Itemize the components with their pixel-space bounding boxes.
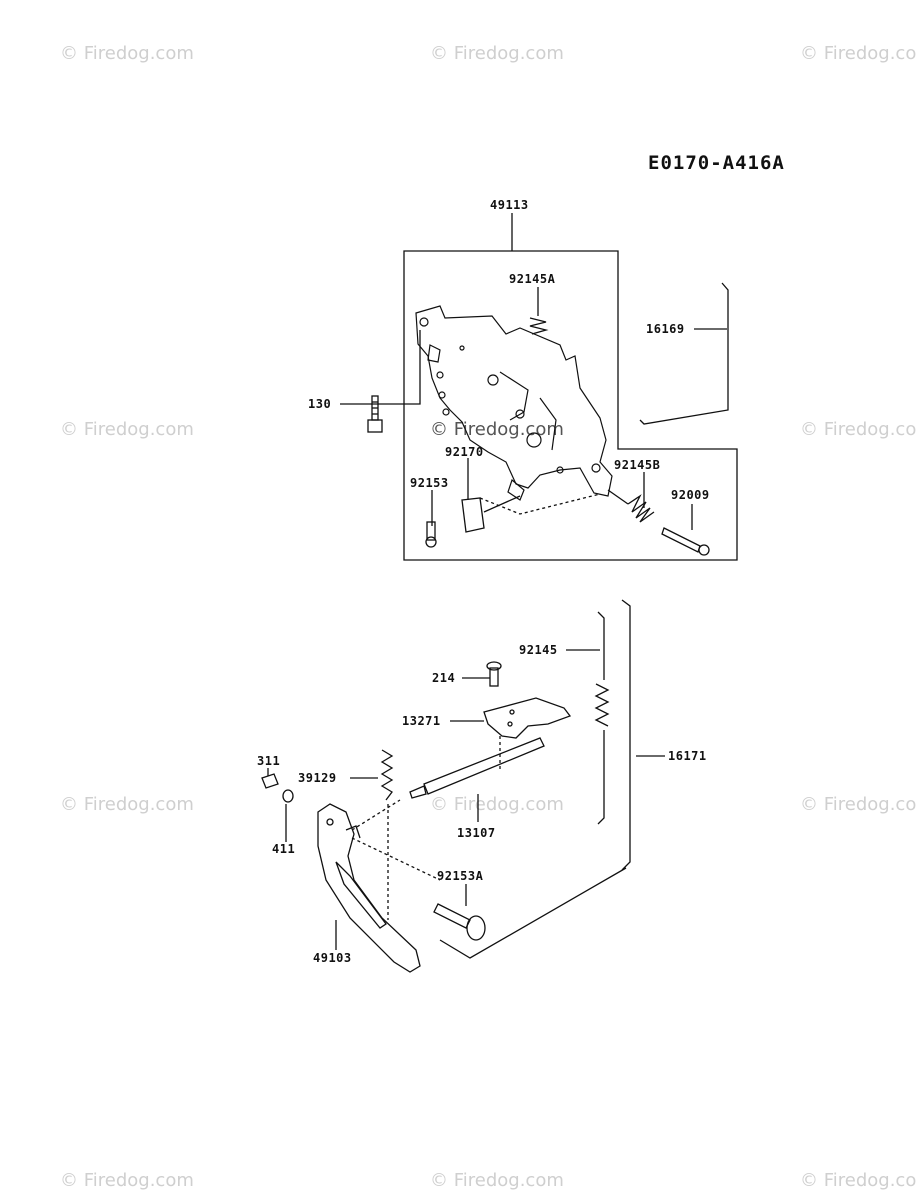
spring-rod-92145-drawing [594,611,610,825]
rod-16169-drawing [639,282,729,425]
label-130: 130 [308,397,332,411]
label-13107: 13107 [457,826,496,840]
spring-92145b-drawing [607,489,655,523]
label-16171: 16171 [668,749,707,763]
watermark-bottom-center: © Firedog.com [430,1170,564,1191]
label-16169: 16169 [646,322,685,336]
watermark-top-left: © Firedog.com [60,43,194,64]
watermark-mid2-left: © Firedog.com [60,794,194,815]
nut-311-drawing [261,773,279,789]
bolt-130-drawing [367,395,383,433]
watermark-mid1-left: © Firedog.com [60,419,194,440]
watermark-bottom-left: © Firedog.com [60,1170,194,1191]
label-39129: 39129 [298,771,337,785]
lever-49103-drawing [317,799,441,973]
label-49103: 49103 [313,951,352,965]
diagram-code: E0170-A416A [648,152,785,174]
label-92153a: 92153A [437,869,484,883]
label-13271: 13271 [402,714,441,728]
watermark-mid2-right: © Firedog.com [800,794,917,815]
label-311: 311 [257,754,281,768]
assembly-49113-outline [403,250,738,561]
rod-16171-drawing [439,599,631,959]
label-411: 411 [272,842,296,856]
label-49113: 49113 [490,198,529,212]
screw-92009-drawing [661,527,710,556]
watermark-bottom-right: © Firedog.com [800,1170,917,1191]
label-92145a: 92145A [509,272,556,286]
label-92009: 92009 [671,488,710,502]
control-plate-drawing [415,305,613,501]
label-92170: 92170 [445,445,484,459]
watermark-mid1-right: © Firedog.com [800,419,917,440]
label-92145: 92145 [519,643,558,657]
bolt-92153a-drawing [433,903,486,941]
spring-39129-drawing [380,749,394,920]
plate-13271-drawing [483,697,572,739]
screw-92153-drawing [425,521,437,548]
part-92170-drawing [461,495,521,533]
spring-92145a-drawing [529,317,549,335]
washer-411-drawing [282,789,294,803]
watermark-top-center: © Firedog.com [430,43,564,64]
watermark-mid2-center: © Firedog.com [430,794,564,815]
shaft-13107-drawing [409,736,545,799]
label-92153: 92153 [410,476,449,490]
screw-214-drawing [486,661,502,687]
watermark-top-right: © Firedog.com [800,43,917,64]
label-92145b: 92145B [614,458,661,472]
label-214: 214 [432,671,456,685]
